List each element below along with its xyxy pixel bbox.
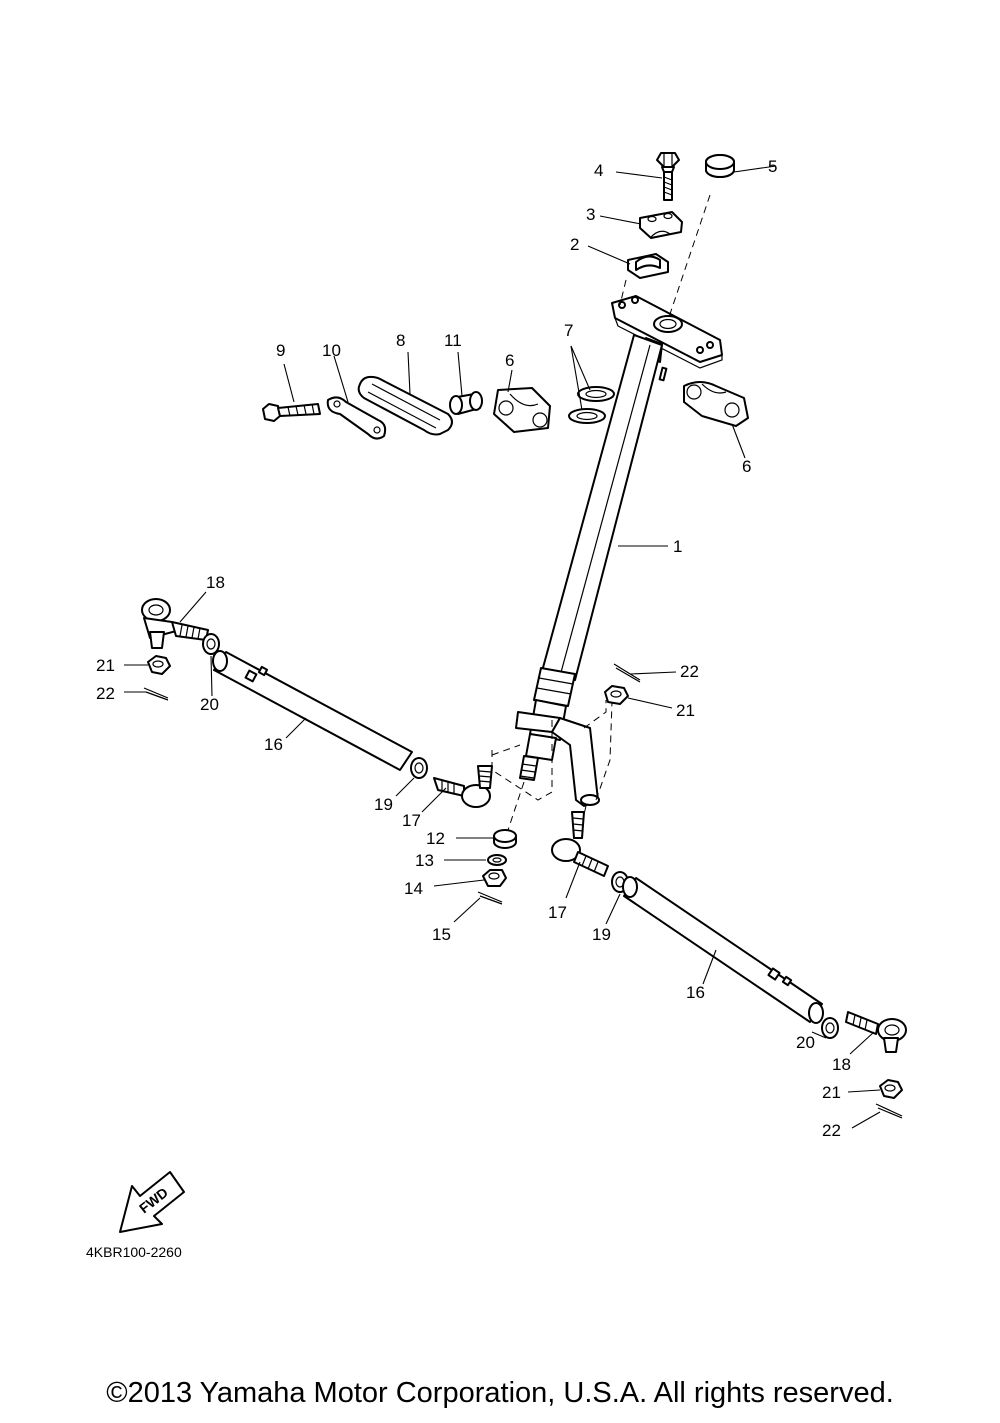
washer-pair-part-7 xyxy=(568,386,615,424)
callout-14: 14 xyxy=(404,879,423,898)
callout-8: 8 xyxy=(396,331,405,350)
callout-13: 13 xyxy=(415,851,434,870)
nut-part-21-upper xyxy=(604,685,629,705)
callout-16-right: 16 xyxy=(686,983,705,1002)
callout-6-left: 6 xyxy=(505,351,514,370)
callout-9: 9 xyxy=(276,341,285,360)
callout-11: 11 xyxy=(444,331,462,350)
fwd-arrow-icon: FWD xyxy=(119,1171,185,1233)
callout-21-right: 21 xyxy=(822,1083,841,1102)
cotter-pin-part-22-upper xyxy=(613,663,641,683)
callout-22-upper: 22 xyxy=(680,662,699,681)
callout-22-left: 22 xyxy=(96,684,115,703)
callout-2: 2 xyxy=(570,235,579,254)
callout-10: 10 xyxy=(322,341,341,360)
callout-5: 5 xyxy=(768,157,777,176)
clamp-part-6-right xyxy=(683,381,749,427)
callout-21-upper: 21 xyxy=(676,701,695,720)
cap-part-5 xyxy=(705,154,735,178)
washer-part-20-left xyxy=(202,633,220,655)
callout-16-left: 16 xyxy=(264,735,283,754)
bolt-part-9 xyxy=(262,403,321,422)
callout-18-left: 18 xyxy=(206,573,225,592)
callout-17-left: 17 xyxy=(402,811,421,830)
tie-rod-part-16-left xyxy=(212,650,413,771)
callout-18-right: 18 xyxy=(832,1055,851,1074)
tie-rod-part-16-right xyxy=(622,876,824,1024)
callout-4: 4 xyxy=(594,161,603,180)
tie-rod-end-part-17-right xyxy=(551,811,609,877)
nut-part-21-right xyxy=(879,1079,903,1099)
nut-part-14 xyxy=(482,869,507,887)
cotter-pin-part-22-right xyxy=(875,1103,903,1119)
callout-19-right: 19 xyxy=(592,925,611,944)
callout-22-right: 22 xyxy=(822,1121,841,1140)
rod-end-part-18-left xyxy=(141,598,209,649)
callout-20-left: 20 xyxy=(200,695,219,714)
callout-7: 7 xyxy=(564,321,573,340)
bolt-part-4 xyxy=(656,152,680,201)
plate-part-10 xyxy=(326,396,387,440)
holder-upper-part-3 xyxy=(639,211,683,239)
holder-lower-part-2 xyxy=(627,253,669,279)
drawing-code: 4KBR100-2260 xyxy=(86,1244,182,1260)
copyright-notice: ©2013 Yamaha Motor Corporation, U.S.A. A… xyxy=(106,1377,894,1409)
washer-part-13 xyxy=(487,854,507,866)
cotter-pin-part-22-left xyxy=(143,687,169,701)
callout-12: 12 xyxy=(426,829,445,848)
callout-3: 3 xyxy=(586,205,595,224)
callout-1: 1 xyxy=(673,537,682,556)
callout-17-right: 17 xyxy=(548,903,567,922)
upper-bracket xyxy=(611,295,723,369)
tie-rod-end-part-17-left xyxy=(433,765,493,808)
washer-part-19-left xyxy=(410,757,428,779)
bushing-part-12 xyxy=(493,829,517,849)
nut-part-21-left xyxy=(147,655,171,675)
collar-part-11 xyxy=(449,391,483,415)
callout-6-right: 6 xyxy=(742,457,751,476)
callout-19-left: 19 xyxy=(374,795,393,814)
washer-part-20-right xyxy=(821,1017,839,1039)
callout-21-left: 21 xyxy=(96,656,115,675)
guide-part-8 xyxy=(357,375,453,436)
rod-end-part-18-right xyxy=(845,1011,907,1053)
steering-column-part-1 xyxy=(515,334,668,807)
clamp-part-6-left xyxy=(493,387,551,433)
cotter-pin-part-15 xyxy=(477,891,503,905)
leader-lines xyxy=(124,165,881,1129)
callout-15: 15 xyxy=(432,925,451,944)
callout-20-right: 20 xyxy=(796,1033,815,1052)
